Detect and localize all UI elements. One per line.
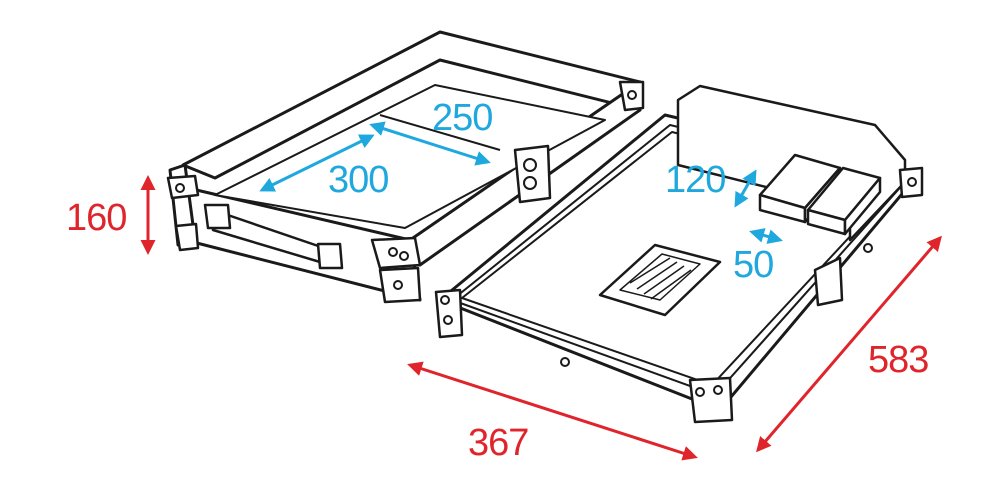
vent-plate xyxy=(598,243,722,317)
base-latch[interactable] xyxy=(513,144,552,204)
lid-corner-bottom xyxy=(688,376,734,424)
length-arrow xyxy=(259,134,375,192)
case-width-label: 367 xyxy=(468,422,528,464)
height-label: 160 xyxy=(66,197,126,239)
case-lid xyxy=(434,84,924,424)
width-arrow xyxy=(369,121,491,166)
lid-depth-arrow xyxy=(734,169,757,208)
case-width-arrow xyxy=(407,361,698,461)
case-length-arrow xyxy=(756,235,942,453)
length-label: 300 xyxy=(328,159,388,201)
outer-dimensions: 160 367 583 xyxy=(66,175,942,464)
case-length-label: 583 xyxy=(868,339,928,381)
lid-depth-label: 120 xyxy=(665,159,725,201)
lid-width-arrow xyxy=(749,228,783,244)
inner-dimensions: 300 250 120 50 xyxy=(259,97,783,286)
width-label: 250 xyxy=(432,97,492,139)
base-corner-bottom-left xyxy=(174,222,200,252)
lid-width-label: 50 xyxy=(733,244,773,286)
